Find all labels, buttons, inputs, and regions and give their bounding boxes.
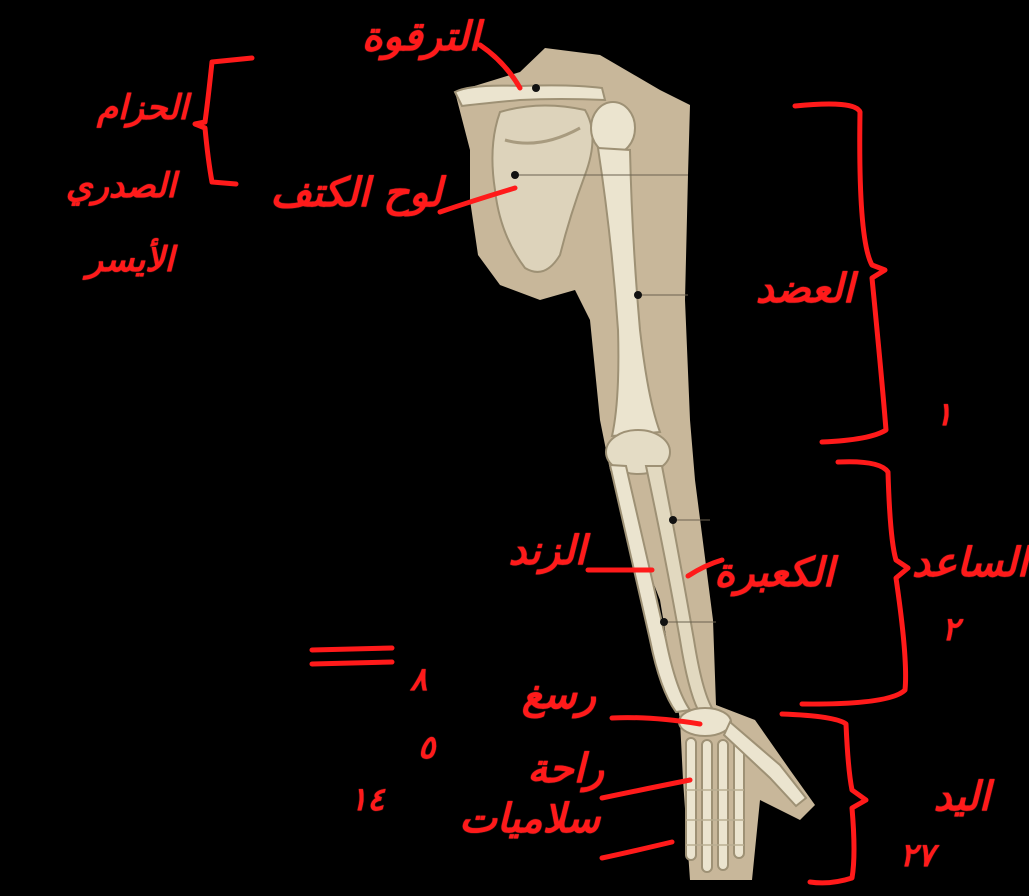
label-ulna: الكعبرة <box>734 550 834 596</box>
marker-humerus <box>634 291 642 299</box>
label-carpals: رسغ <box>484 672 596 718</box>
label-girdle-line2: الصدري <box>20 166 176 206</box>
humerus-head <box>591 102 635 154</box>
finger-3 <box>718 740 728 870</box>
finger-1 <box>686 738 696 860</box>
label-girdle-line3: الأيسر <box>34 240 174 280</box>
label-girdle-line1: الحزام <box>52 88 188 128</box>
finger-4 <box>734 738 744 858</box>
marker-ulna <box>669 516 677 524</box>
label-humerus: العضد <box>722 266 854 312</box>
label-phalanges: سلاميات <box>424 796 600 842</box>
marker-clavicle <box>532 84 540 92</box>
label-scapula: لوح الكتف <box>246 170 442 216</box>
label-hand: اليد <box>890 774 990 820</box>
label-phalanges-count: ١٤ <box>350 780 384 818</box>
finger-2 <box>702 740 712 872</box>
marker-scapula <box>511 171 519 179</box>
label-clavicle: الترقوة <box>310 14 480 60</box>
label-metacarpals-count: ٥ <box>418 728 435 766</box>
label-carpals-count: ٨ <box>410 660 427 698</box>
label-metacarpals: راحة <box>498 746 604 792</box>
label-humerus-count: ١ <box>935 395 952 433</box>
label-forearm: الساعد <box>910 540 1028 586</box>
label-forearm-count: ٢ <box>942 610 959 648</box>
marker-radius <box>660 618 668 626</box>
label-radius: الزند <box>476 528 586 574</box>
label-hand-count: ٢٧ <box>900 836 934 874</box>
